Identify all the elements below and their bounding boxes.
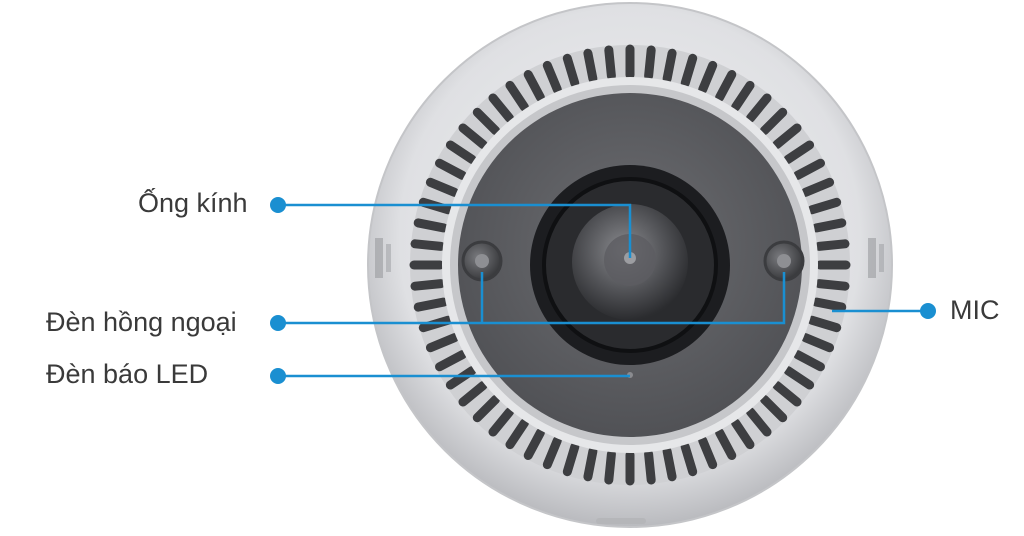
vent-slot <box>746 93 772 123</box>
vent-slot <box>410 279 446 291</box>
vent-slot <box>562 53 580 88</box>
vent-slot <box>583 446 598 482</box>
vent-slot <box>523 428 545 460</box>
vent-slot <box>562 442 580 477</box>
vent-slot <box>413 218 449 233</box>
vent-slot <box>644 45 656 81</box>
vent-slot <box>811 297 847 312</box>
vent-slot <box>783 366 815 390</box>
vent-slot <box>811 218 847 233</box>
vent-slot <box>505 418 529 450</box>
vent-slot <box>472 107 501 136</box>
vent-slots <box>409 44 851 486</box>
label-ir-lights: Đèn hồng ngoại <box>46 307 237 337</box>
callout-lines <box>278 203 928 378</box>
vent-slot <box>410 239 446 251</box>
vent-slot <box>458 381 488 407</box>
vent-slot <box>814 239 850 251</box>
vent-slot <box>644 449 656 485</box>
callout-dots <box>270 197 936 384</box>
callout-dot-mic <box>920 303 936 319</box>
vent-slot <box>801 333 835 353</box>
vent-slot <box>759 394 788 423</box>
vent-slot <box>604 449 616 485</box>
vent-slot <box>680 53 698 88</box>
housing-marking-left <box>375 238 391 278</box>
ir-light-left <box>461 240 503 282</box>
vent-slot <box>807 197 842 215</box>
vent-slot <box>772 123 802 149</box>
callout-line-ir <box>278 272 786 325</box>
vent-slot <box>425 333 459 353</box>
callout-dot-lens <box>270 197 286 213</box>
vent-slot <box>435 158 467 180</box>
vent-slot <box>662 48 677 84</box>
vent-slot <box>793 350 825 372</box>
vent-slot <box>413 297 449 312</box>
bottom-seam <box>596 518 646 524</box>
vent-slot <box>488 93 514 123</box>
vent-slot <box>715 70 737 102</box>
vent-slot <box>731 80 755 112</box>
vent-slot <box>505 80 529 112</box>
vent-slot <box>783 140 815 164</box>
vent-slot <box>542 60 562 94</box>
vent-slot <box>472 394 501 423</box>
vent-slot <box>523 70 545 102</box>
vent-slot <box>458 123 488 149</box>
vent-slot <box>583 48 598 84</box>
vent-slot <box>542 436 562 470</box>
vent-slot <box>801 177 835 197</box>
callout-dot-ir <box>270 315 286 331</box>
vent-slot <box>488 407 514 437</box>
label-lens: Ống kính <box>138 188 248 218</box>
housing-marking-right <box>868 238 884 278</box>
vent-slot <box>793 158 825 180</box>
vent-slot <box>715 428 737 460</box>
vent-slot <box>680 442 698 477</box>
vent-slot <box>731 418 755 450</box>
lens <box>530 165 730 365</box>
vent-slot <box>435 350 467 372</box>
callout-dot-led <box>270 368 286 384</box>
vent-slot <box>814 279 850 291</box>
vent-slot <box>759 107 788 136</box>
vent-slot <box>445 140 477 164</box>
vent-slot <box>425 177 459 197</box>
callout-line-lens <box>278 203 632 258</box>
vent-slot <box>807 315 842 333</box>
vent-slot <box>662 446 677 482</box>
vent-slot <box>698 436 718 470</box>
vent-slot <box>772 381 802 407</box>
vent-slot <box>698 60 718 94</box>
label-mic: MIC <box>950 295 1000 325</box>
label-led-indicator: Đèn báo LED <box>46 359 209 389</box>
vent-slot <box>746 407 772 437</box>
vent-slot <box>604 45 616 81</box>
vent-slot <box>445 366 477 390</box>
